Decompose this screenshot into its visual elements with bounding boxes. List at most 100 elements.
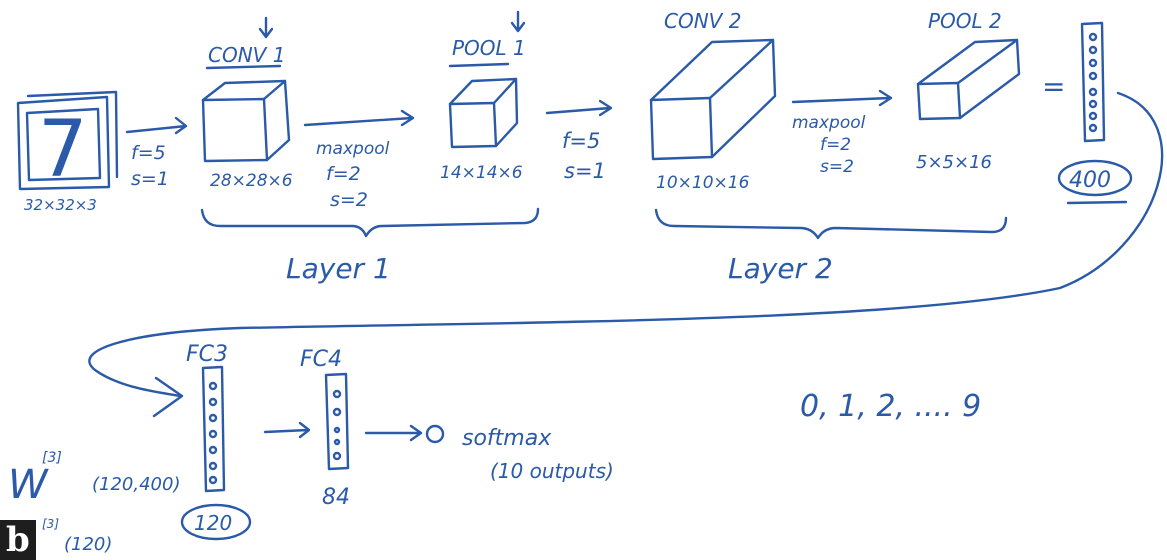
flatten-unit (1088, 99, 1098, 109)
input-inner-frame (25, 107, 102, 182)
input-image (16, 90, 119, 191)
pool2-param-f: f=2 (820, 135, 851, 155)
conv2-volume (649, 38, 777, 161)
arrow-fc4-output (364, 424, 423, 442)
conv1-title: CONV 1 (208, 43, 285, 67)
fc4-vector-box (324, 372, 350, 471)
conv1-param-s: s=1 (131, 168, 169, 190)
fc4-unit (333, 438, 341, 446)
flatten-vector-box (1080, 21, 1106, 143)
conv1-underline (205, 64, 282, 70)
fc3-weight-sup: [3] (42, 450, 62, 466)
output-label: softmax (462, 426, 552, 451)
conv1-pointer-arrow (258, 16, 274, 39)
conv1-volume (201, 79, 291, 163)
fc4-unit (332, 451, 342, 461)
conv1-top (201, 79, 287, 102)
flatten-unit (1088, 123, 1098, 133)
ink-strokes (16, 10, 1164, 541)
fc4-title: FC4 (300, 347, 342, 372)
layer1-label: Layer 1 (286, 252, 391, 285)
flatten-unit (1088, 87, 1098, 97)
flatten-unit (1088, 45, 1098, 55)
conv2-dims: 10×10×16 (656, 173, 750, 193)
arrow-conv1-pool1 (303, 109, 415, 127)
conv2-param-f: f=5 (562, 129, 600, 153)
fc4-unit (333, 426, 341, 434)
pool2-front (916, 81, 962, 121)
flatten-equals: = (1042, 70, 1065, 103)
pool1-side (494, 77, 519, 148)
fc3-unit (208, 475, 218, 485)
pool1-volume (448, 77, 519, 149)
pool1-front (448, 101, 498, 149)
fc4-unit (332, 389, 342, 399)
input-dims: 32×32×3 (24, 196, 97, 214)
pool1-underline (448, 62, 510, 68)
conv2-side (710, 38, 777, 159)
flatten-unit (1088, 58, 1098, 68)
flatten-unit (1088, 32, 1098, 42)
flatten-size-underline (1066, 200, 1128, 205)
pool2-top (916, 38, 1019, 86)
fc4-size: 84 (322, 485, 350, 510)
flatten-size: 400 (1069, 168, 1111, 193)
pool2-op: maxpool (792, 113, 866, 133)
fc3-vector-box (201, 365, 226, 493)
pool2-param-s: s=2 (820, 157, 854, 177)
input-outer-frame (16, 95, 111, 191)
fc3-unit (208, 397, 218, 407)
pool2-volume (916, 38, 1021, 121)
conv2-title: CONV 2 (664, 9, 741, 33)
layer2-label: Layer 2 (728, 252, 833, 285)
conv2-param-s: s=1 (564, 159, 606, 183)
pool1-op: maxpool (316, 139, 390, 159)
pool2-title: POOL 2 (928, 9, 1002, 33)
arrow-fc3-fc4 (263, 421, 311, 439)
pool2-dims: 5×5×16 (916, 152, 992, 173)
conv1-dims: 28×28×6 (210, 171, 293, 191)
layer2-brace (654, 208, 1008, 240)
connector-arrowhead (152, 376, 184, 418)
flatten-unit (1088, 71, 1098, 81)
pool2-side (958, 38, 1021, 120)
fc3-unit (208, 445, 218, 455)
fc3-weight-dims: (120,400) (92, 474, 180, 495)
fc3-vector (180, 365, 252, 541)
flatten-vector (1057, 21, 1133, 205)
output-classes: 0, 1, 2, .... 9 (800, 389, 981, 424)
arrow-conv2-pool2 (791, 89, 893, 107)
ink-text: 7 32×32×3 f=5 s=1 CONV 1 28×28×6 maxpool… (8, 9, 1111, 555)
fc3-unit (208, 381, 218, 391)
input-back-frame (26, 90, 119, 179)
input-digit: 7 (38, 105, 88, 195)
pool1-title: POOL 1 (452, 36, 526, 60)
fc4-unit (332, 407, 342, 417)
fc3-size: 120 (194, 511, 232, 535)
flatten-size-circle (1057, 159, 1133, 197)
flatten-unit (1088, 111, 1098, 121)
conv2-front (649, 96, 714, 161)
conv2-top (649, 38, 775, 102)
output-sub: (10 outputs) (490, 459, 614, 483)
fc3-title: FC3 (186, 342, 228, 367)
pool1-dims: 14×14×6 (440, 163, 523, 183)
fc3-unit (208, 413, 218, 423)
conv1-param-f: f=5 (131, 142, 166, 164)
fc4-vector (324, 372, 350, 471)
pool1-pointer-arrow (510, 10, 526, 33)
conv1-front (201, 97, 269, 163)
connector-flatten-fc3 (88, 91, 1164, 398)
fc3-weight-label: W (8, 462, 49, 508)
conv1-side (265, 79, 291, 162)
fc3-bias-dims: (120) (64, 534, 112, 555)
layer1-brace (200, 207, 540, 238)
arrow-pool1-conv2 (545, 99, 613, 117)
pool1-param-f: f=2 (326, 163, 361, 185)
fc3-unit (208, 461, 218, 471)
fc3-bias-sup: [3] (42, 517, 59, 531)
pool1-top (448, 77, 518, 106)
pool1-param-s: s=2 (330, 189, 368, 211)
